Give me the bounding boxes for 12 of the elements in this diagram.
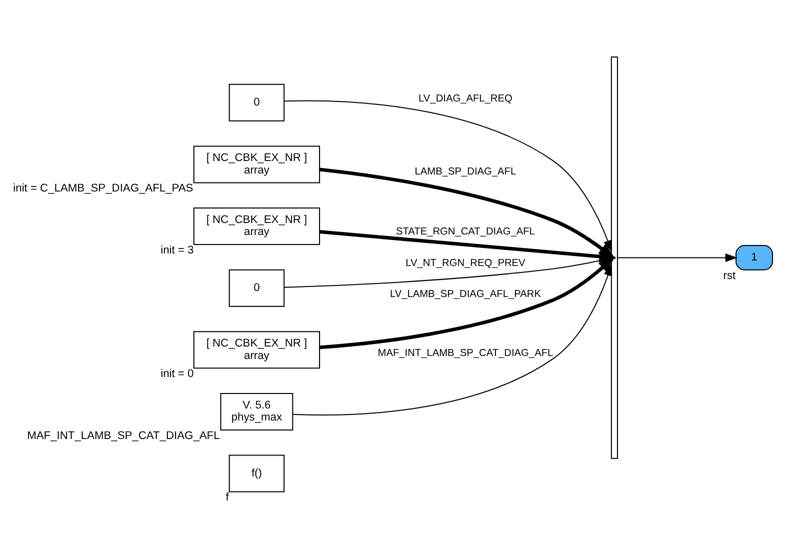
edge-label: STATE_RGN_CAT_DIAG_AFL bbox=[396, 226, 535, 237]
node-label: f bbox=[226, 491, 229, 504]
node-label: MAF_INT_LAMB_SP_CAT_DIAG_AFL bbox=[27, 429, 220, 442]
edge-label: LAMB_SP_DIAG_AFL bbox=[414, 166, 516, 178]
edge-label: MAF_INT_LAMB_SP_CAT_DIAG_AFL bbox=[378, 347, 554, 358]
edge-label: LV_NT_RGN_REQ_PREV bbox=[406, 257, 526, 268]
node-label: init = C_LAMB_SP_DIAG_AFL_PAS bbox=[13, 182, 194, 194]
node-label: rst bbox=[723, 269, 736, 282]
node-label: init = 3 bbox=[160, 244, 194, 256]
edge-label: LV_DIAG_AFL_REQ bbox=[418, 93, 512, 104]
node-label: init = 0 bbox=[160, 368, 194, 380]
edge-label: LV_LAMB_SP_DIAG_AFL_PARK bbox=[390, 288, 541, 300]
